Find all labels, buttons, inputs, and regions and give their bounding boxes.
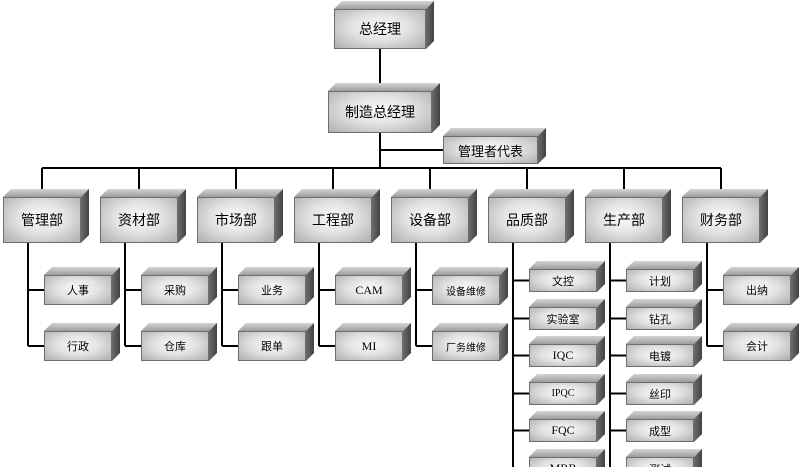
sub-box-equipment-2: 厂务维修 [432, 331, 500, 361]
sub-box-quality-2: 实验室 [529, 307, 597, 330]
sub-box-quality-3: IQC [529, 344, 597, 367]
dept-box-quality: 品质部 [488, 197, 566, 243]
sub-box-quality-5: FQC [529, 419, 597, 442]
dept-box-engineering: 工程部 [294, 197, 372, 243]
sub-box-finance-2: 会计 [723, 331, 791, 361]
sub-box-equipment-1: 设备维修 [432, 275, 500, 305]
sub-box-quality-4: IPQC [529, 382, 597, 405]
sub-box-production-2: 钻孔 [626, 307, 694, 330]
sub-box-finance-1: 出纳 [723, 275, 791, 305]
sub-box-production-6: 测试 [626, 457, 694, 467]
dept-box-equipment: 设备部 [391, 197, 469, 243]
sub-box-management-1: 人事 [44, 275, 112, 305]
sub-box-quality-6: MRB [529, 457, 597, 467]
ceo-box: 总经理 [334, 9, 426, 49]
sub-box-management-2: 行政 [44, 331, 112, 361]
dept-box-production: 生产部 [585, 197, 663, 243]
dept-box-materials: 资材部 [100, 197, 178, 243]
sub-box-engineering-2: MI [335, 331, 403, 361]
sub-box-production-4: 丝印 [626, 382, 694, 405]
sub-box-materials-2: 仓库 [141, 331, 209, 361]
sub-box-marketing-2: 跟单 [238, 331, 306, 361]
sub-box-production-1: 计划 [626, 269, 694, 292]
sub-box-quality-1: 文控 [529, 269, 597, 292]
dept-box-management: 管理部 [3, 197, 81, 243]
sub-box-marketing-1: 业务 [238, 275, 306, 305]
sub-box-materials-1: 采购 [141, 275, 209, 305]
sub-box-production-3: 电镀 [626, 344, 694, 367]
sub-box-production-5: 成型 [626, 419, 694, 442]
dept-box-finance: 财务部 [682, 197, 760, 243]
sub-box-engineering-1: CAM [335, 275, 403, 305]
deputy-box: 制造总经理 [328, 91, 432, 133]
management-rep-box: 管理者代表 [443, 136, 538, 164]
dept-box-marketing: 市场部 [197, 197, 275, 243]
